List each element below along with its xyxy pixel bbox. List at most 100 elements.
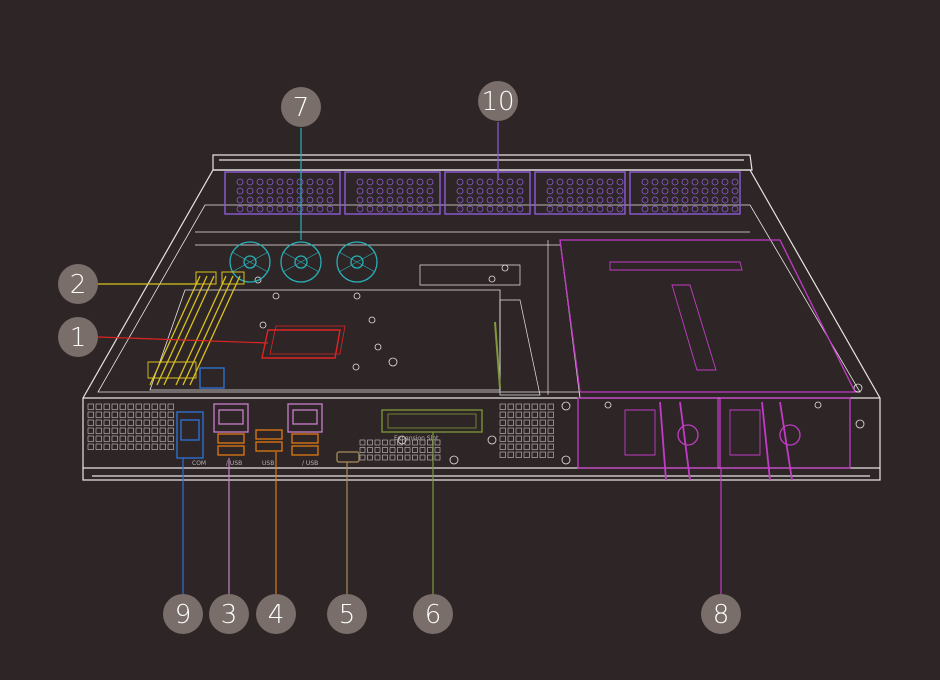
bay-vent-hole bbox=[466, 196, 474, 204]
vent-hole bbox=[143, 403, 150, 410]
bay-vent-hole bbox=[496, 196, 504, 204]
vent-hole bbox=[167, 435, 174, 442]
bay-vent-hole bbox=[416, 196, 424, 204]
bay-vent-hole bbox=[721, 205, 729, 213]
bay-vent-hole bbox=[576, 196, 584, 204]
bay-vent-hole bbox=[711, 205, 719, 213]
vent-hole bbox=[499, 419, 506, 426]
bay-vent-hole bbox=[576, 178, 584, 186]
vent-hole bbox=[374, 447, 381, 453]
vent-hole bbox=[539, 427, 546, 434]
bay-vent-hole bbox=[376, 205, 384, 213]
vent-hole bbox=[434, 447, 441, 453]
vent-hole bbox=[515, 419, 522, 426]
bay-vent-hole bbox=[546, 178, 554, 186]
bay-vent-hole bbox=[396, 178, 404, 186]
vent-hole bbox=[143, 411, 150, 418]
vent-hole bbox=[412, 439, 418, 446]
vent-hole bbox=[111, 419, 118, 426]
bay-vent-hole bbox=[266, 178, 274, 186]
management-port bbox=[176, 367, 225, 459]
vent-hole bbox=[507, 451, 514, 458]
bay-vent-hole bbox=[486, 205, 494, 213]
callout-7: 7 bbox=[281, 87, 321, 127]
bay-vent-hole bbox=[506, 187, 514, 195]
vent-hole bbox=[523, 435, 530, 442]
vent-hole bbox=[419, 439, 426, 446]
bay-vent-hole bbox=[671, 187, 679, 195]
bay-vent-hole bbox=[476, 178, 484, 186]
bay-vent-hole bbox=[416, 205, 424, 213]
vent-hole bbox=[523, 451, 530, 458]
bay-vent-hole bbox=[256, 196, 264, 204]
bay-vent-hole bbox=[556, 196, 564, 204]
bay-vent-hole bbox=[366, 178, 374, 186]
lan-usb-stack-2 bbox=[287, 403, 323, 433]
callout-2: 2 bbox=[58, 264, 98, 304]
callout-4-label: 4 bbox=[268, 600, 285, 630]
callout-4: 4 bbox=[256, 594, 296, 634]
vent-hole bbox=[359, 439, 366, 446]
bay-vent-hole bbox=[356, 205, 364, 213]
bay-vent-hole bbox=[276, 178, 284, 186]
vent-hole bbox=[143, 435, 150, 442]
bay-vent-hole bbox=[506, 196, 514, 204]
vent-hole bbox=[374, 454, 381, 461]
bay-vent-hole bbox=[546, 187, 554, 195]
vent-hole bbox=[119, 403, 126, 410]
vent-hole bbox=[531, 451, 538, 458]
bay-vent-hole bbox=[326, 178, 334, 186]
vent-hole bbox=[367, 447, 373, 453]
vent-hole bbox=[95, 443, 102, 450]
vent-hole bbox=[87, 427, 94, 434]
vent-hole bbox=[103, 427, 110, 434]
vent-hole bbox=[531, 427, 538, 434]
vent-hole bbox=[151, 443, 158, 450]
bay-vent-hole bbox=[466, 187, 474, 195]
bay-vent-hole bbox=[366, 196, 374, 204]
vent-hole bbox=[135, 427, 142, 434]
bay-vent-hole bbox=[731, 187, 739, 195]
bay-vent-hole bbox=[266, 196, 274, 204]
vent-hole bbox=[119, 411, 126, 418]
vent-hole bbox=[547, 403, 554, 410]
memory-dimms bbox=[147, 271, 245, 386]
callout-5: 5 bbox=[327, 594, 367, 634]
bay-vent-hole bbox=[406, 187, 414, 195]
vent-hole bbox=[515, 427, 522, 434]
vent-hole bbox=[95, 411, 102, 418]
vent-hole bbox=[111, 443, 118, 450]
vent-hole bbox=[382, 454, 388, 461]
callout-6: 6 bbox=[413, 594, 453, 634]
vent-hole bbox=[404, 439, 411, 446]
bay-vent-hole bbox=[566, 187, 574, 195]
bay-vent-hole bbox=[466, 178, 474, 186]
bay-vent-hole bbox=[296, 178, 304, 186]
bay-vent-hole bbox=[416, 187, 424, 195]
bay-vent-hole bbox=[496, 178, 504, 186]
vent-hole bbox=[119, 427, 126, 434]
bay-vent-hole bbox=[596, 187, 604, 195]
leader-lines bbox=[97, 122, 722, 594]
bay-vent-hole bbox=[576, 205, 584, 213]
bay-vent-hole bbox=[651, 178, 659, 186]
vent-hole bbox=[111, 403, 118, 410]
vent-hole bbox=[547, 435, 554, 442]
bay-vent-hole bbox=[586, 178, 594, 186]
vent-hole bbox=[404, 454, 411, 461]
bay-vent-hole bbox=[516, 196, 524, 204]
bay-vent-hole bbox=[616, 178, 624, 186]
bay-vent-hole bbox=[616, 187, 624, 195]
bay-vent-hole bbox=[486, 178, 494, 186]
vent-hole bbox=[539, 435, 546, 442]
bay-vent-hole bbox=[296, 187, 304, 195]
bay-vent-hole bbox=[256, 187, 264, 195]
vent-hole bbox=[103, 443, 110, 450]
bay-vent-hole bbox=[596, 178, 604, 186]
vent-hole bbox=[515, 403, 522, 410]
bay-vent-hole bbox=[691, 187, 699, 195]
vent-hole bbox=[359, 454, 366, 461]
bay-vent-hole bbox=[681, 187, 689, 195]
vent-hole bbox=[159, 443, 166, 450]
bay-vent-hole bbox=[406, 205, 414, 213]
